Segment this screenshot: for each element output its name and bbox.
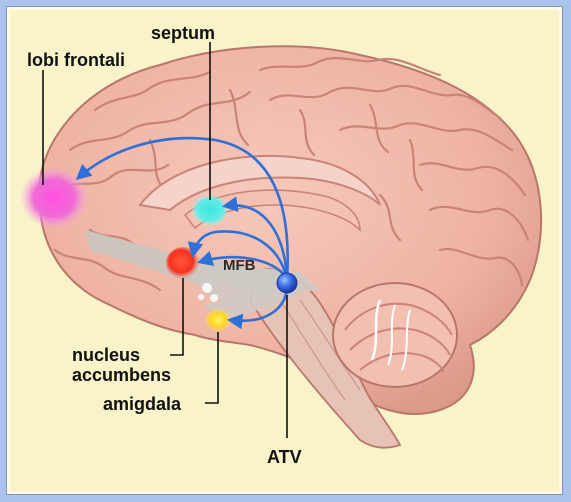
leader-amygdala (205, 332, 219, 404)
label-atv: ATV (267, 447, 302, 467)
label-nucleus-line2: accumbens (72, 365, 171, 385)
atv-node (276, 272, 298, 294)
label-frontal-lobes: lobi frontali (27, 50, 125, 70)
frontal-lobe-region (20, 167, 88, 229)
white-patches (198, 283, 218, 302)
cerebellum (332, 282, 458, 388)
septum-region (191, 194, 229, 226)
arrow-to-accumbens (187, 230, 289, 281)
leader-accumbens (170, 278, 184, 356)
label-septum: septum (151, 23, 215, 43)
amygdala-region (204, 308, 232, 332)
label-amygdala: amigdala (103, 394, 182, 414)
label-mfb: MFB (223, 257, 256, 274)
projection-arrows (75, 136, 289, 330)
leader-lines (42, 42, 288, 438)
label-nucleus-line1: nucleus (72, 345, 140, 365)
arrow-to-frontal-lobes (75, 136, 289, 281)
arrow-to-septum (221, 196, 289, 281)
